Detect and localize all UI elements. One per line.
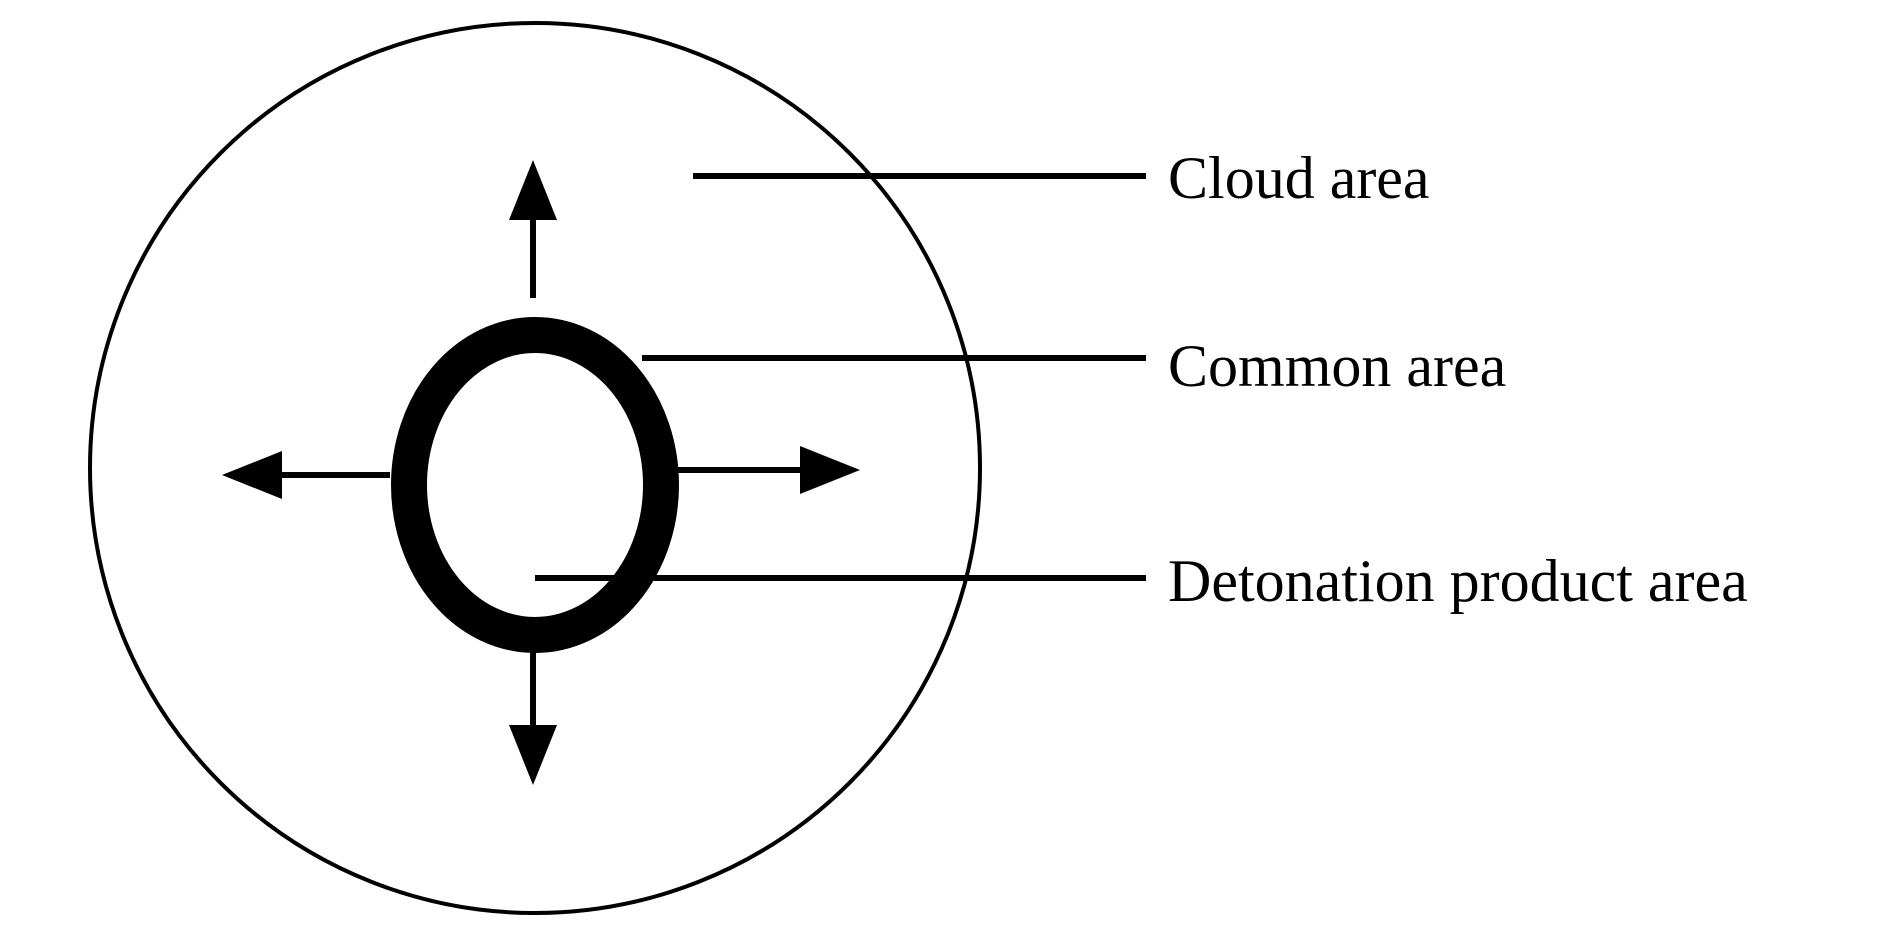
common-area-ring xyxy=(391,317,679,653)
label-detonation-product-area: Detonation product area xyxy=(1168,548,1748,614)
cloud-area-boundary xyxy=(88,21,982,915)
label-common-area: Common area xyxy=(1168,333,1506,399)
label-cloud-area: Cloud area xyxy=(1168,145,1430,211)
